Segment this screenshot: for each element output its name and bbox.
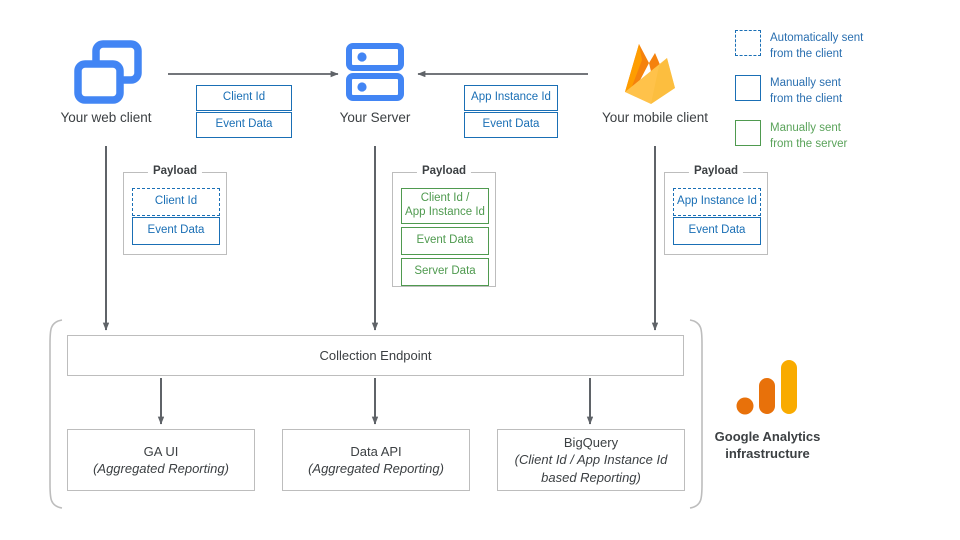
payload-mobile-client-title: Payload <box>688 165 744 177</box>
payload-server-title: Payload <box>416 165 472 177</box>
legend-item-manual-server: Manually sent from the server <box>735 120 863 152</box>
google-analytics-logo <box>733 360 803 425</box>
output-box-data-api: Data API (Aggregated Reporting) <box>282 429 470 491</box>
output-title-bigquery: BigQuery <box>563 435 619 451</box>
legend-swatch-dashed-blue <box>735 30 761 56</box>
node-label-mobile-client: Your mobile client <box>601 110 709 125</box>
bracket-left <box>49 319 63 509</box>
payload-web-client: Payload Client Id Event Data <box>123 165 227 255</box>
payload-mobile-client: Payload App Instance Id Event Data <box>664 165 768 255</box>
collection-endpoint-box: Collection Endpoint <box>67 335 684 376</box>
payload-web-client-title: Payload <box>147 165 203 177</box>
output-title-data-api: Data API <box>350 443 402 459</box>
legend-label-automatic-client: Automatically sent from the client <box>770 32 864 60</box>
payload-server: Payload Client Id / App Instance Id Even… <box>392 165 496 287</box>
output-subtitle-ga-ui: (Aggregated Reporting) <box>93 461 229 476</box>
node-label-web-client: Your web client <box>60 110 152 125</box>
google-analytics-infrastructure: Google Analytics infrastructure <box>700 360 835 463</box>
legend-label-manual-server: Manually sent from the server <box>770 122 848 150</box>
firebase-flame-icon <box>615 36 685 108</box>
legend-item-manual-client: Manually sent from the client <box>735 75 863 107</box>
chip-app-instance-id-mobile-transfer: App Instance Id <box>464 85 558 111</box>
node-label-server: Your Server <box>339 110 411 125</box>
chip-client-id-app-instance-id-server-payload: Client Id / App Instance Id <box>401 188 489 224</box>
chip-app-instance-id-mobile-payload: App Instance Id <box>673 188 761 216</box>
legend-label-manual-client: Manually sent from the client <box>770 77 843 105</box>
chip-event-data-web-payload: Event Data <box>132 217 220 245</box>
output-title-ga-ui: GA UI <box>143 443 179 459</box>
collection-endpoint-label: Collection Endpoint <box>319 347 432 363</box>
chip-server-data-server-payload: Server Data <box>401 258 489 286</box>
chip-event-data-web-transfer: Event Data <box>196 112 292 138</box>
output-box-ga-ui: GA UI (Aggregated Reporting) <box>67 429 255 491</box>
output-box-bigquery: BigQuery (Client Id / App Instance Id ba… <box>497 429 685 491</box>
google-analytics-infrastructure-caption: Google Analytics infrastructure <box>714 429 821 461</box>
legend-swatch-solid-blue <box>735 75 761 101</box>
server-racks-icon <box>345 42 407 104</box>
output-subtitle-bigquery: (Client Id / App Instance Id based Repor… <box>514 452 668 485</box>
chip-client-id-web-payload: Client Id <box>132 188 220 216</box>
chip-client-id-web-transfer: Client Id <box>196 85 292 111</box>
chip-event-data-mobile-transfer: Event Data <box>464 112 558 138</box>
chip-event-data-server-payload: Event Data <box>401 227 489 255</box>
legend-swatch-solid-green <box>735 120 761 146</box>
output-subtitle-data-api: (Aggregated Reporting) <box>308 461 444 476</box>
legend: Automatically sent from the client Manua… <box>735 30 863 165</box>
browser-windows-icon <box>72 38 144 106</box>
legend-item-automatic-client: Automatically sent from the client <box>735 30 863 62</box>
chip-event-data-mobile-payload: Event Data <box>673 217 761 245</box>
